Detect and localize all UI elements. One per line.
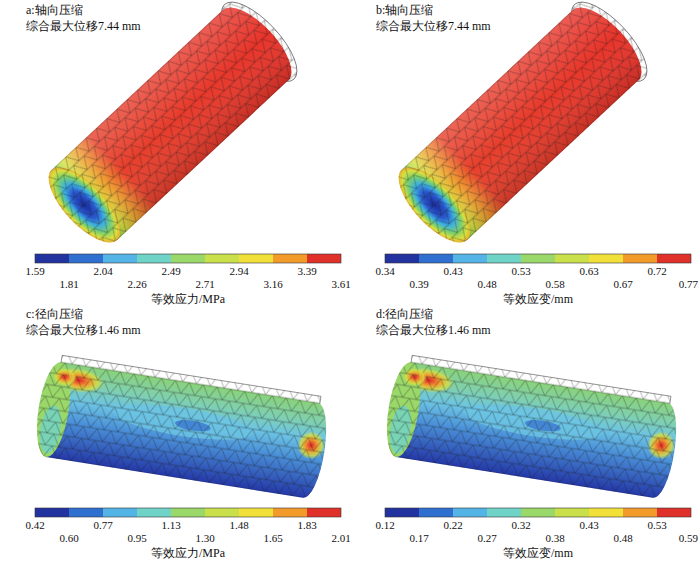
panel-heading: c:径向压缩	[26, 308, 83, 322]
color-bar	[385, 254, 691, 263]
scale-value: 1.81	[59, 278, 78, 291]
scale-value: 3.61	[331, 278, 350, 291]
scale-value: 0.39	[409, 278, 428, 291]
scale-value: 0.12	[375, 519, 394, 532]
scale-value: 0.59	[679, 532, 698, 545]
scale-value: 0.72	[647, 265, 666, 278]
scale-value: 1.48	[229, 519, 248, 532]
displacement-note: 综合最大位移7.44 mm	[26, 20, 141, 34]
scale-value: 0.42	[25, 519, 44, 532]
color-bar	[35, 254, 341, 263]
scale-value: 0.43	[443, 265, 462, 278]
scale-value: 0.48	[613, 532, 632, 545]
scale-value: 0.77	[679, 278, 698, 291]
scale-value: 2.94	[229, 265, 248, 278]
scale-value: 1.13	[161, 519, 180, 532]
displacement-note: 综合最大位移1.46 mm	[26, 324, 141, 338]
scale-value: 1.65	[263, 532, 282, 545]
scale-title: 等效应变/mm	[503, 547, 573, 561]
scale-value: 0.48	[477, 278, 496, 291]
cylinder-model	[385, 0, 659, 256]
panel-heading: d:径向压缩	[376, 308, 433, 322]
panel-heading: b:轴向压缩	[376, 4, 433, 18]
scale-value: 0.22	[443, 519, 462, 532]
scale-value: 0.53	[647, 519, 666, 532]
scale-value: 1.83	[297, 519, 316, 532]
scale-value: 2.49	[161, 265, 180, 278]
displacement-note: 综合最大位移7.44 mm	[376, 20, 491, 34]
scale-value: 0.60	[59, 532, 78, 545]
scale-value: 0.58	[545, 278, 564, 291]
scale-value: 0.27	[477, 532, 496, 545]
scale-value: 0.32	[511, 519, 530, 532]
scale-value: 0.34	[375, 265, 394, 278]
scale-value: 2.71	[195, 278, 214, 291]
scale-value: 0.67	[613, 278, 632, 291]
scale-value: 1.59	[25, 265, 44, 278]
scale-title: 等效应力/MPa	[151, 293, 225, 307]
scale-value: 2.26	[127, 278, 146, 291]
scale-value: 0.43	[579, 519, 598, 532]
scale-value: 0.38	[545, 532, 564, 545]
scale-title: 等效应力/MPa	[151, 547, 225, 561]
color-bar	[385, 508, 691, 517]
cylinder-model	[35, 0, 309, 256]
panel-heading: a:轴向压缩	[26, 4, 83, 18]
scale-value: 3.16	[263, 278, 282, 291]
scale-value: 3.39	[297, 265, 316, 278]
scale-value: 0.53	[511, 265, 530, 278]
color-bar	[35, 508, 341, 517]
scale-value: 0.77	[93, 519, 112, 532]
cylinder-model	[31, 353, 333, 500]
scale-value: 0.95	[127, 532, 146, 545]
scale-title: 等效应变/mm	[503, 293, 573, 307]
scale-value: 1.30	[195, 532, 214, 545]
scale-value: 2.01	[331, 532, 350, 545]
scale-value: 0.17	[409, 532, 428, 545]
displacement-note: 综合最大位移1.46 mm	[376, 324, 491, 338]
cylinder-model	[381, 353, 683, 500]
scale-value: 2.04	[93, 265, 112, 278]
scale-value: 0.63	[579, 265, 598, 278]
